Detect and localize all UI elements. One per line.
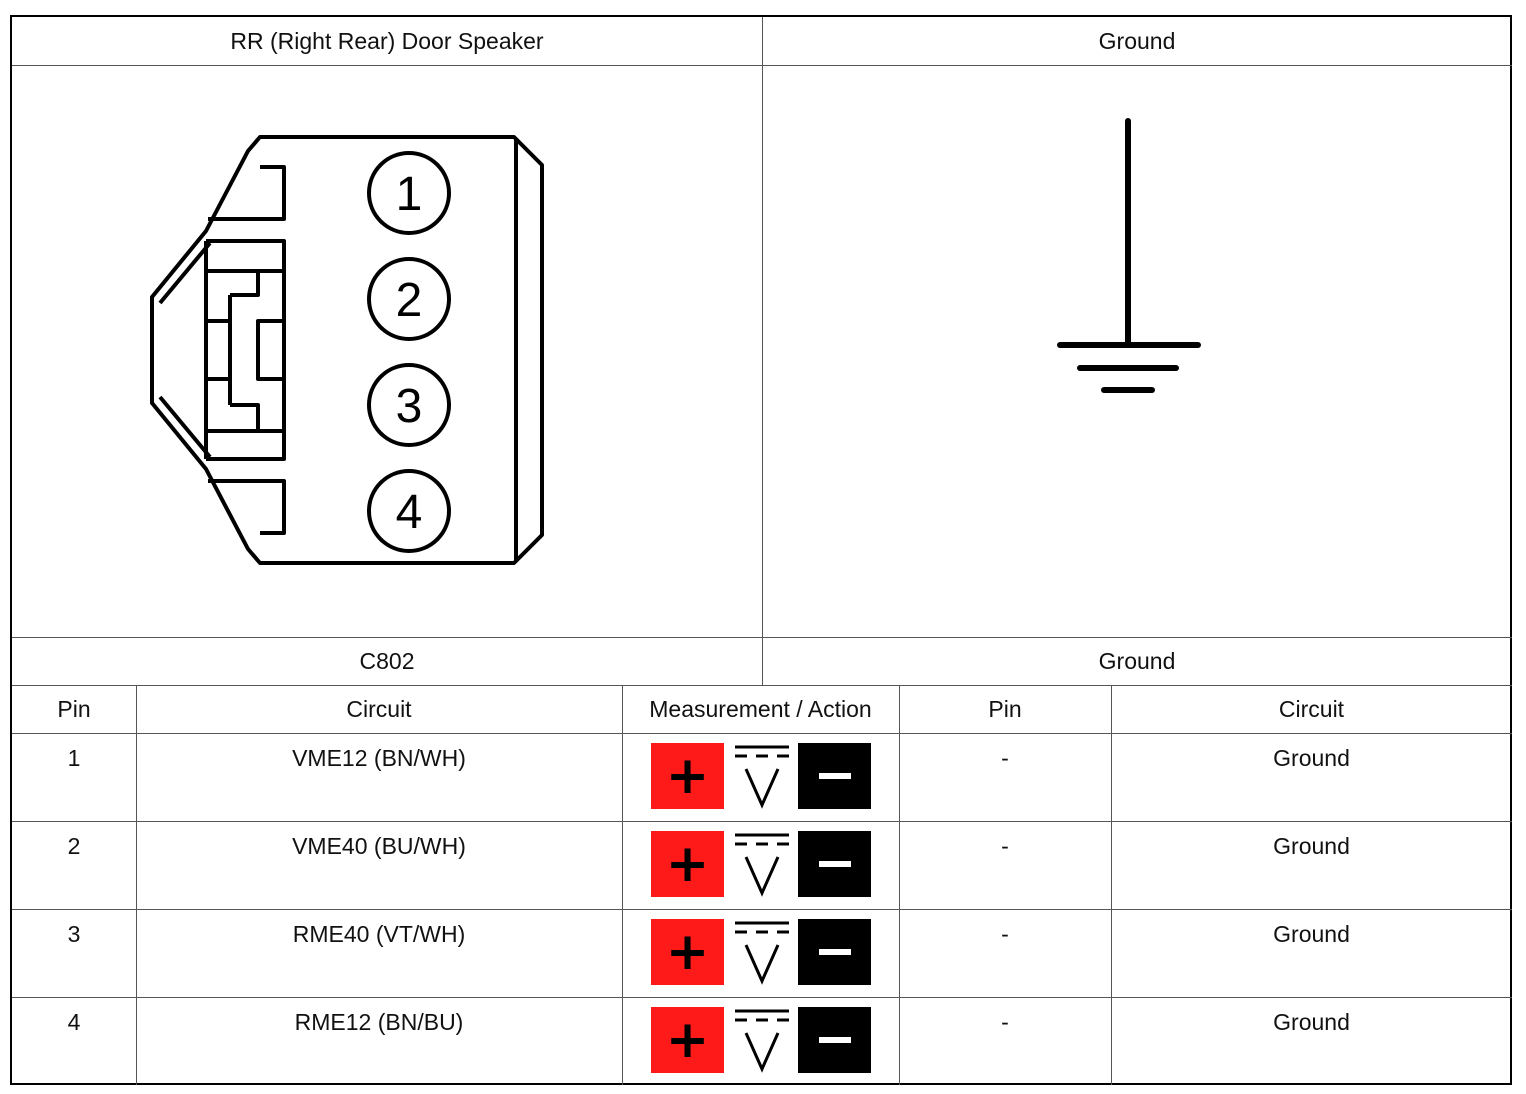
ground-symbol-icon	[1057, 118, 1201, 393]
dc-voltage-icon	[735, 921, 789, 985]
positive-probe-icon: +	[651, 919, 724, 985]
divider	[12, 685, 1512, 686]
column-header-ground-circuit: Circuit	[1278, 695, 1345, 722]
divider	[136, 685, 137, 1085]
table-row-ground-pin: -	[1001, 921, 1009, 947]
column-header-measurement: Measurement / Action	[649, 695, 872, 722]
negative-probe-icon	[798, 1007, 871, 1073]
positive-probe-icon: +	[651, 743, 724, 809]
voltmeter-dc-icon: +	[651, 1007, 871, 1073]
table-row-ground-pin: -	[1001, 833, 1009, 859]
table-row-circuit: RME12 (BN/BU)	[294, 1009, 464, 1035]
table-row-ground-circuit: Ground	[1273, 1009, 1350, 1035]
connector-pin-4	[367, 469, 451, 553]
table-row-circuit: VME12 (BN/WH)	[292, 745, 466, 771]
positive-probe-icon: +	[651, 831, 724, 897]
table-row-pin: 3	[67, 921, 81, 947]
column-header-circuit: Circuit	[346, 695, 412, 722]
negative-probe-icon	[798, 743, 871, 809]
dc-voltage-icon	[735, 745, 789, 809]
table-row-pin: 2	[67, 833, 81, 859]
connector-pin-number: 3	[396, 380, 423, 433]
table-row-ground-circuit: Ground	[1273, 745, 1350, 771]
connector-pin-1	[367, 151, 451, 235]
dc-voltage-icon	[735, 1009, 789, 1073]
connector-pin-number: 1	[396, 168, 423, 221]
divider	[12, 909, 1512, 910]
voltmeter-dc-icon: +	[651, 919, 871, 985]
connector-pin-number: 4	[396, 486, 423, 539]
negative-probe-icon	[798, 831, 871, 897]
divider	[12, 997, 1512, 998]
ground-id-label: Ground	[1098, 647, 1176, 674]
voltmeter-dc-icon: +	[651, 831, 871, 897]
divider	[12, 821, 1512, 822]
column-header-pin: Pin	[57, 695, 91, 722]
connector-pinout-sheet: RR (Right Rear) Door Speaker Ground	[10, 15, 1512, 1085]
divider	[622, 685, 623, 1085]
connector-pin-3	[367, 363, 451, 447]
column-header-ground-pin: Pin	[988, 695, 1022, 722]
divider	[762, 17, 763, 685]
table-row-ground-pin: -	[1001, 1009, 1009, 1035]
dc-voltage-icon	[735, 833, 789, 897]
divider	[12, 637, 1512, 638]
table-row-circuit: RME40 (VT/WH)	[292, 921, 466, 947]
table-row-ground-pin: -	[1001, 745, 1009, 771]
table-row-ground-circuit: Ground	[1273, 921, 1350, 947]
connector-pin-2	[367, 257, 451, 341]
positive-probe-icon: +	[651, 1007, 724, 1073]
divider	[899, 685, 900, 1085]
connector-id-label: C802	[359, 647, 415, 674]
table-row-circuit: VME40 (BU/WH)	[292, 833, 466, 859]
connector-pin-number: 2	[396, 274, 423, 327]
table-row-ground-circuit: Ground	[1273, 833, 1350, 859]
connector-face-diagram: 1 2 3 4	[150, 135, 544, 565]
connector-title: RR (Right Rear) Door Speaker	[230, 27, 544, 54]
ground-title: Ground	[1098, 27, 1176, 54]
divider	[12, 733, 1512, 734]
negative-probe-icon	[798, 919, 871, 985]
voltmeter-dc-icon: +	[651, 743, 871, 809]
divider	[1111, 685, 1112, 1085]
table-row-pin: 4	[67, 1009, 81, 1035]
table-row-pin: 1	[67, 745, 81, 771]
